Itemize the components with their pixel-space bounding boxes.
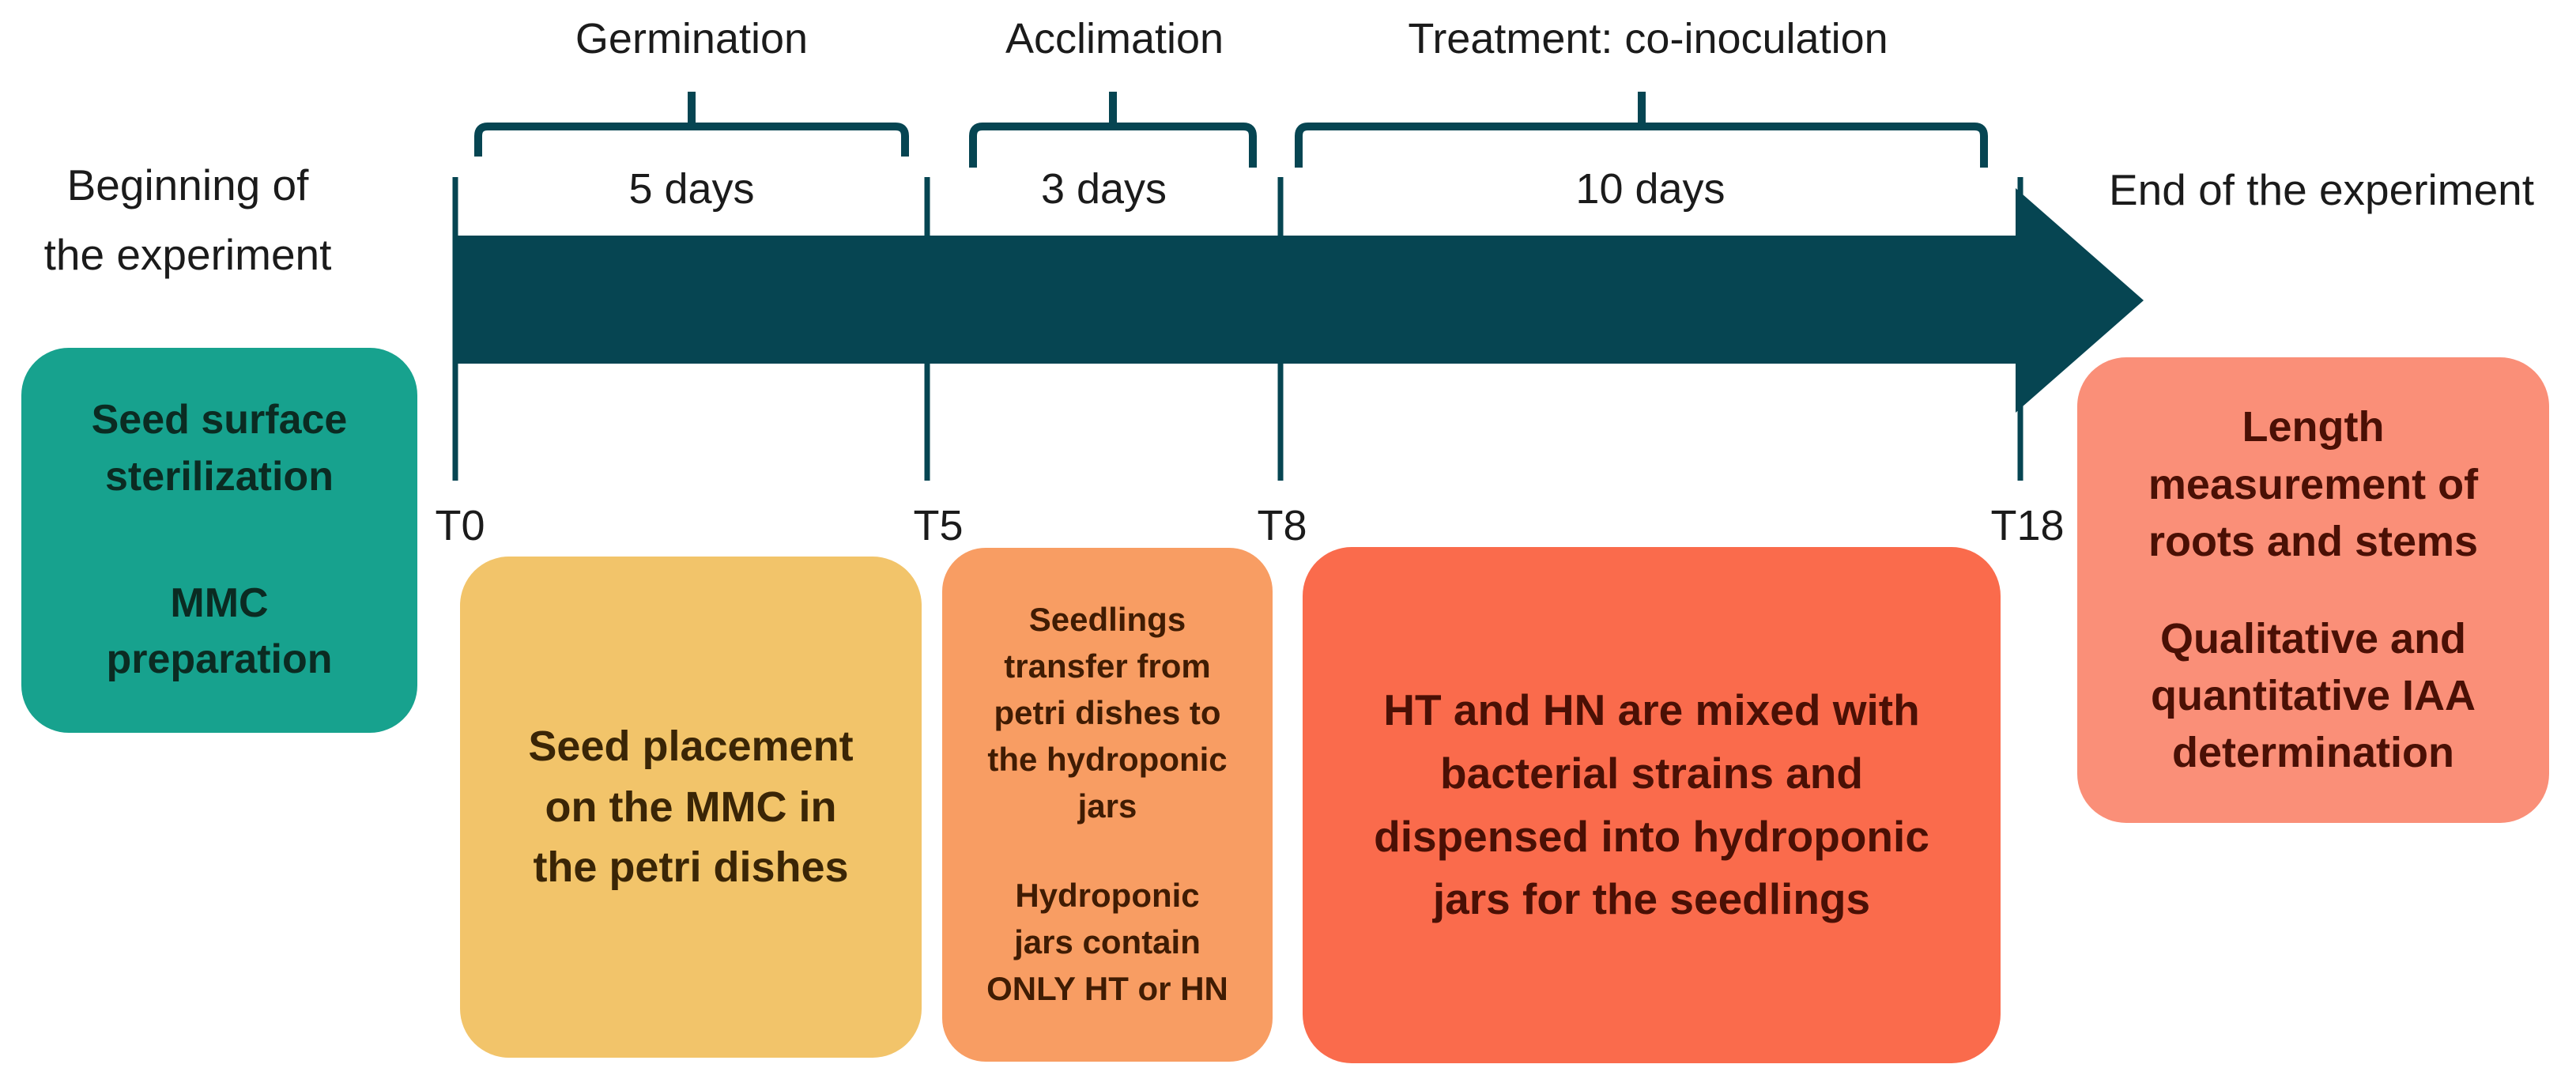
stage-box-measurements-text-1: Length measurement of roots and stems (2148, 403, 2479, 566)
stage-box-treatment-text: HT and HN are mixed with bacterial strai… (1374, 685, 1929, 924)
tick-label-t0: T0 (435, 502, 485, 549)
bracket-acclimation (969, 92, 1257, 168)
stage-box-acclimation: Seedlings transfer from petri dishes to … (942, 548, 1273, 1062)
stage-box-germination-text: Seed placement on the MMC in the petri d… (528, 722, 854, 892)
phase-label-germination: Germination (575, 15, 809, 62)
stage-box-preparation: Seed surface sterilization MMC preparati… (21, 348, 417, 733)
bracket-germination (474, 92, 909, 157)
tick-label-t5: T5 (913, 502, 964, 549)
tick-label-t8: T8 (1257, 502, 1307, 549)
end-of-experiment-label: End of the experiment (2108, 165, 2535, 214)
duration-treatment: 10 days (1575, 165, 1726, 213)
stage-box-acclimation-text-2: Hydroponic jars contain ONLY HT or HN (986, 877, 1228, 1007)
duration-acclimation: 3 days (1040, 165, 1167, 213)
stage-box-preparation-text-2: MMC preparation (106, 579, 333, 683)
stage-box-treatment: HT and HN are mixed with bacterial strai… (1303, 547, 2001, 1063)
tick-label-t18: T18 (1990, 502, 2065, 549)
duration-germination: 5 days (628, 165, 755, 213)
stage-box-preparation-text-1: Seed surface sterilization (91, 397, 348, 500)
phase-label-treatment: Treatment: co-inoculation (1408, 15, 1888, 62)
stage-box-acclimation-text-1: Seedlings transfer from petri dishes to … (987, 601, 1228, 825)
bracket-treatment (1295, 92, 1988, 168)
stage-box-germination: Seed placement on the MMC in the petri d… (460, 557, 922, 1058)
stage-box-measurements-text-2: Qualitative and quantitative IAA determi… (2150, 614, 2476, 777)
beginning-of-experiment-label: Beginning of the experiment (43, 160, 332, 279)
stage-box-measurements: Length measurement of roots and stems Qu… (2077, 357, 2549, 823)
timeline-arrow (455, 188, 2144, 413)
phase-label-acclimation: Acclimation (1005, 15, 1224, 62)
